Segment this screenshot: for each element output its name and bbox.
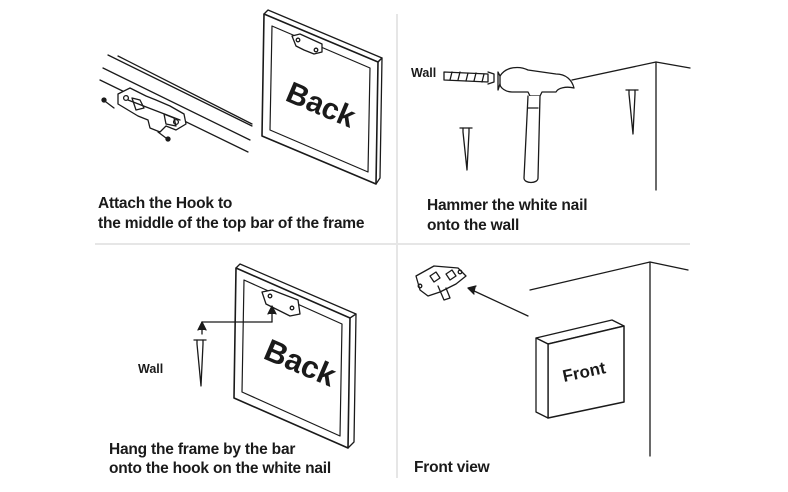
sawtooth-hook-icon	[117, 87, 187, 133]
screw-icon	[101, 97, 115, 109]
panel-hammer-caption-line2: onto the wall	[427, 217, 520, 234]
panel-hang-illustration	[193, 263, 357, 449]
wall-corner	[529, 261, 689, 457]
picture-frame-icon	[233, 263, 357, 449]
sawtooth-hook-icon	[415, 265, 467, 301]
panel-front-caption: Front view	[414, 459, 490, 476]
wall-label: Wall	[411, 66, 437, 80]
panel-hammer-illustration	[443, 61, 691, 191]
horizontal-divider	[95, 243, 690, 245]
panel-attach-caption-line1: Attach the Hook to	[98, 195, 233, 212]
arrow-icon	[467, 285, 529, 317]
nail-icon	[193, 339, 207, 387]
wall-label: Wall	[138, 362, 164, 376]
panel-attach-illustration	[99, 9, 383, 185]
nail-icon	[625, 89, 639, 135]
nail-icon	[459, 127, 473, 171]
picture-frame-icon	[261, 9, 383, 185]
vertical-divider	[396, 14, 398, 478]
panel-attach-caption-line2: the middle of the top bar of the frame	[98, 215, 365, 232]
panel-hammer-caption-line1: Hammer the white nail	[427, 197, 588, 214]
panel-hang-caption-line2: onto the hook on the white nail	[109, 460, 331, 477]
screw-icon	[157, 131, 171, 142]
picture-frame-icon	[535, 319, 625, 419]
hammer-icon	[497, 66, 575, 184]
wall-corner	[571, 61, 691, 191]
panel-hang-caption-line1: Hang the frame by the bar	[109, 441, 296, 458]
arrow-icon	[197, 305, 277, 335]
screw-icon	[443, 71, 495, 85]
panel-front-illustration	[415, 261, 689, 457]
